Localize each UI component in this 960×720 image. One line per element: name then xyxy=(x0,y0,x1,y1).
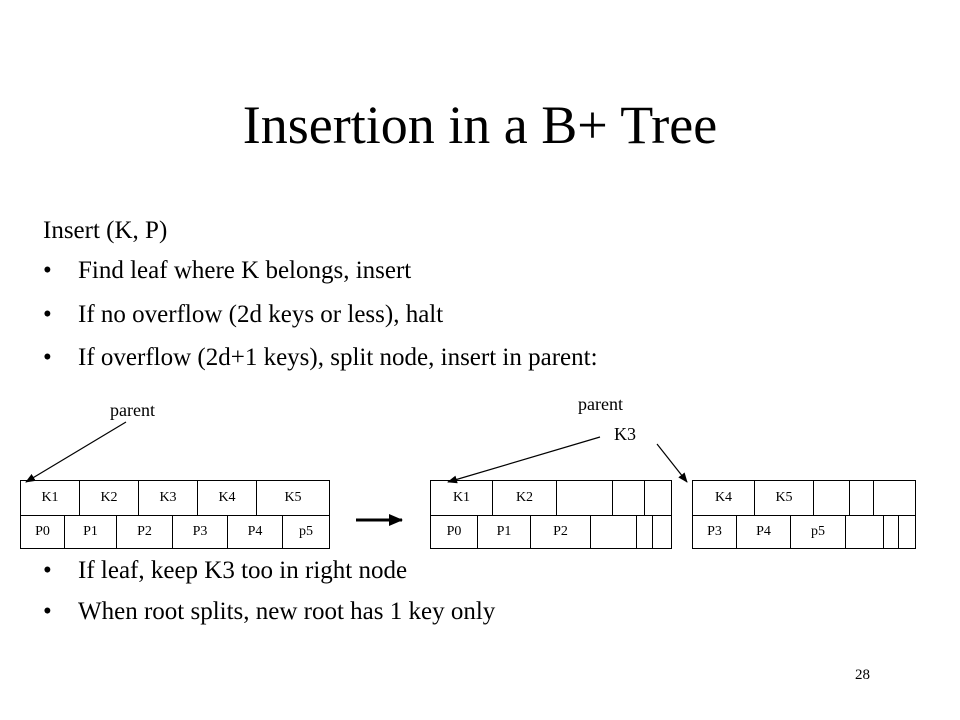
bullet-text: If overflow (2d+1 keys), split node, ins… xyxy=(78,344,598,371)
page-number: 28 xyxy=(855,667,870,683)
pointer-cell: P2 xyxy=(531,515,591,549)
pointer-cell: P3 xyxy=(693,515,737,549)
left-parent-label: parent xyxy=(110,400,155,420)
bullet-no-overflow: • If no overflow (2d keys or less), halt xyxy=(43,300,443,330)
right-parent-label: parent xyxy=(578,394,623,414)
key-cell: K1 xyxy=(431,481,493,515)
key-cell xyxy=(814,481,850,515)
keys-row: K1 K2 K3 K4 K5 xyxy=(21,481,329,516)
bullet-find-leaf: • Find leaf where K belongs, insert xyxy=(43,256,411,286)
pointer-cell xyxy=(884,515,899,549)
key-cell xyxy=(645,481,671,515)
pointer-cell: P4 xyxy=(737,515,791,549)
pointer-cell xyxy=(899,515,915,549)
bullet-text: If no overflow (2d keys or less), halt xyxy=(78,301,444,328)
bullet-overflow: • If overflow (2d+1 keys), split node, in… xyxy=(43,343,598,373)
before-split-node: K1 K2 K3 K4 K5 P0 P1 P2 P3 P4 p5 xyxy=(20,480,330,549)
bullet-text: Find leaf where K belongs, insert xyxy=(78,257,412,284)
bullet-root-splits: • When root splits, new root has 1 key on… xyxy=(43,597,495,627)
key-cell xyxy=(850,481,874,515)
bullet-dot: • xyxy=(43,557,52,584)
key-cell: K3 xyxy=(139,481,198,515)
pointer-cell: P4 xyxy=(228,515,283,549)
pointer-cell xyxy=(591,515,637,549)
keys-row: K4 K5 xyxy=(693,481,915,516)
pointers-row: P3 P4 p5 xyxy=(693,515,915,549)
bullet-dot: • xyxy=(43,257,52,284)
pointer-cell xyxy=(637,515,653,549)
key-cell xyxy=(613,481,645,515)
bullet-dot: • xyxy=(43,301,52,328)
promoted-key-label: K3 xyxy=(614,424,636,444)
key-cell: K2 xyxy=(493,481,557,515)
pointer-cell: p5 xyxy=(791,515,846,549)
bullet-text: When root splits, new root has 1 key onl… xyxy=(78,598,496,625)
bullet-text: If leaf, keep K3 too in right node xyxy=(78,557,408,584)
key-cell: K1 xyxy=(21,481,80,515)
key-cell: K2 xyxy=(80,481,139,515)
pointers-row: P0 P1 P2 xyxy=(431,515,671,549)
bullet-dot: • xyxy=(43,344,52,371)
key-cell xyxy=(557,481,613,515)
pointer-cell: P1 xyxy=(478,515,531,549)
bullet-keep-k3: • If leaf, keep K3 too in right node xyxy=(43,556,407,586)
keys-row: K1 K2 xyxy=(431,481,671,516)
key-cell: K4 xyxy=(198,481,257,515)
pointer-cell: P3 xyxy=(173,515,228,549)
key-cell: K5 xyxy=(755,481,814,515)
right-parent-arrow-left xyxy=(447,436,601,484)
slide-title: Insertion in a B+ Tree xyxy=(242,95,718,155)
pointers-row: P0 P1 P2 P3 P4 p5 xyxy=(21,515,329,549)
pointer-cell xyxy=(653,515,671,549)
right-parent-arrow-right xyxy=(656,443,688,483)
left-split-node: K1 K2 P0 P1 P2 xyxy=(430,480,672,549)
pointer-cell: P0 xyxy=(431,515,478,549)
left-parent-arrow xyxy=(25,421,127,483)
intro-line: Insert (K, P) xyxy=(43,217,168,244)
key-cell xyxy=(874,481,915,515)
bullet-dot: • xyxy=(43,598,52,625)
pointer-cell: P0 xyxy=(21,515,65,549)
pointer-cell: p5 xyxy=(299,524,313,539)
pointer-cell: P2 xyxy=(117,515,173,549)
key-cell: K4 xyxy=(693,481,755,515)
key-cell: K5 xyxy=(284,490,302,505)
right-split-node: K4 K5 P3 P4 p5 xyxy=(692,480,916,549)
pointer-cell xyxy=(846,515,884,549)
pointer-cell: P1 xyxy=(65,515,117,549)
